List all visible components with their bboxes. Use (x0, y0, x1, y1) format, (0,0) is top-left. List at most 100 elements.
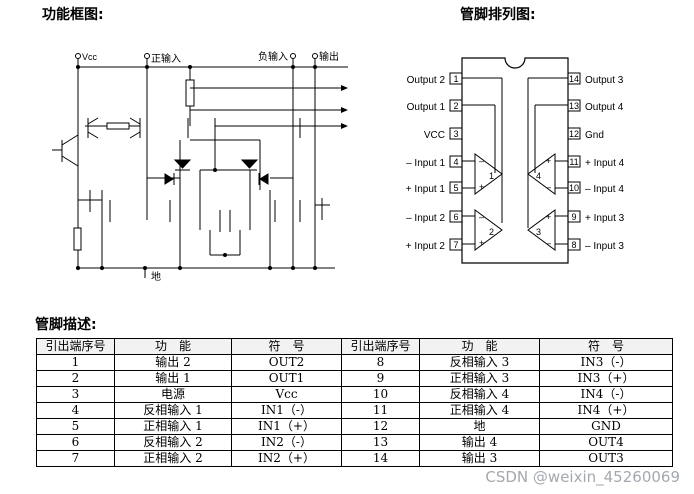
comparator-label: 2 (489, 227, 494, 237)
pin-name: Output 2 (407, 75, 446, 86)
table-cell: 输出 4 (419, 434, 540, 451)
table-cell: IN1（+） (231, 418, 342, 435)
pin-number: 4 (453, 157, 458, 167)
table-cell: 9 (341, 370, 420, 387)
table-cell: 2 (36, 370, 115, 387)
table-cell: 5 (36, 418, 115, 435)
table-cell: 输出 2 (114, 354, 232, 371)
comparator-label: 3 (536, 227, 541, 237)
comparator-label: 4 (536, 171, 541, 181)
table-cell: 3 (36, 386, 115, 403)
table-cell: 电源 (114, 386, 232, 403)
column-header: 引出端序号 (36, 338, 115, 355)
svg-text:–: – (546, 238, 551, 248)
pin-name: – Input 1 (406, 158, 445, 169)
svg-text:–: – (479, 212, 484, 222)
table-cell: 7 (36, 450, 115, 467)
pin-name: – Input 2 (406, 213, 445, 224)
table-cell: 反相输入 1 (114, 402, 232, 419)
table-cell: 输出 3 (419, 450, 540, 467)
table-cell: 反相输入 3 (419, 354, 540, 371)
column-header: 功 能 (114, 338, 232, 355)
pin-number: 6 (453, 212, 458, 222)
pin-number: 12 (569, 129, 579, 139)
svg-text:–: – (546, 182, 551, 192)
table-cell: 4 (36, 402, 115, 419)
table-cell: IN2（-） (231, 434, 342, 451)
comparator-label: 1 (489, 171, 494, 181)
svg-text:+: + (546, 212, 551, 222)
table-cell: Vcc (231, 386, 342, 403)
table-cell: IN3（-） (539, 354, 673, 371)
table-cell: OUT4 (539, 434, 673, 451)
table-cell: 12 (341, 418, 420, 435)
table-cell: GND (539, 418, 673, 435)
negative-input-label: 负输入 (258, 50, 288, 63)
table-cell: 反相输入 2 (114, 434, 232, 451)
pin-diagram-heading: 管脚排列图: (460, 7, 536, 23)
pin-name: Output 1 (407, 102, 446, 113)
table-cell: 13 (341, 434, 420, 451)
pin-description-heading: 管脚描述: (35, 317, 97, 333)
pin-name: Output 4 (585, 102, 624, 113)
pin-name: + Input 4 (585, 158, 625, 169)
table-cell: 14 (341, 450, 420, 467)
table-cell: IN3（+） (539, 370, 673, 387)
pin-name: – Input 3 (585, 241, 624, 252)
pin-number: 11 (569, 157, 578, 167)
pin-number: 9 (571, 212, 576, 222)
table-cell: 反相输入 4 (419, 386, 540, 403)
table-cell: OUT2 (231, 354, 342, 371)
pin-name: + Input 1 (406, 184, 446, 195)
table-cell: 10 (341, 386, 420, 403)
pin-number: 2 (453, 101, 458, 111)
function-diagram-heading: 功能框图: (42, 7, 104, 23)
ground-label: 地 (151, 270, 161, 283)
pin-arrangement-diagram: –+ –+ +– +– 1 2 3 4 1 2 3 4 5 6 7 14 13 … (406, 57, 625, 264)
column-header: 符 号 (539, 338, 673, 355)
svg-text:+: + (546, 156, 551, 166)
pin-name: Output 3 (585, 75, 624, 86)
table-cell: OUT1 (231, 370, 342, 387)
pin-number: 7 (453, 240, 458, 250)
watermark: CSDN @weixin_45260069 (485, 468, 680, 486)
table-cell: 正相输入 1 (114, 418, 232, 435)
table-cell: 输出 1 (114, 370, 232, 387)
table-cell: 1 (36, 354, 115, 371)
pin-number: 10 (569, 183, 579, 193)
table-cell: IN2（+） (231, 450, 342, 467)
table-cell: 11 (341, 402, 420, 419)
table-cell: 8 (341, 354, 420, 371)
pin-number: 3 (453, 129, 458, 139)
table-cell: 正相输入 4 (419, 402, 540, 419)
table-cell: 正相输入 3 (419, 370, 540, 387)
table-cell: IN4（+） (539, 402, 673, 419)
vcc-label: Vcc (82, 52, 98, 62)
table-cell: 地 (419, 418, 540, 435)
table-cell: 6 (36, 434, 115, 451)
table-cell: 正相输入 2 (114, 450, 232, 467)
table-cell: IN4（-） (539, 386, 673, 403)
table-cell: OUT3 (539, 450, 673, 467)
function-block-diagram: Vcc 正输入 负输入 输出 地 (52, 50, 348, 283)
positive-input-label: 正输入 (151, 52, 181, 65)
table-cell: IN1（-） (231, 402, 342, 419)
column-header: 符 号 (231, 338, 342, 355)
pin-name: Gnd (585, 130, 604, 141)
pin-number: 14 (569, 74, 579, 84)
pin-number: 1 (453, 74, 458, 84)
column-header: 引出端序号 (341, 338, 420, 355)
pin-number: 5 (453, 183, 458, 193)
svg-text:+: + (479, 182, 484, 192)
output-label: 输出 (319, 50, 339, 63)
svg-text:+: + (479, 238, 484, 248)
table-header-row: 引出端序号 功 能 符 号 引出端序号 功 能 符 号 (36, 338, 673, 355)
